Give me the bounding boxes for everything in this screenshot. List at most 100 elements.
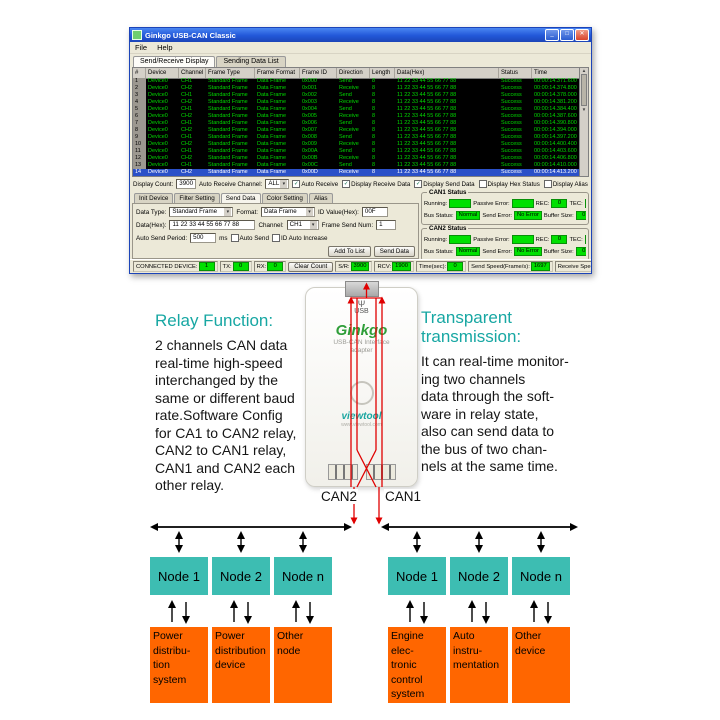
display-checkbox[interactable]: ✓Display Receive Data [342, 180, 410, 188]
running-indicator [449, 235, 472, 244]
table-cell: Receive [339, 155, 359, 161]
auto-send-period-input[interactable]: 500 [190, 233, 217, 243]
panel-tab-1[interactable]: Filter Setting [174, 193, 220, 203]
id-auto-increase-checkbox[interactable]: ID Auto Increase [271, 234, 328, 242]
title-bar[interactable]: Ginkgo USB-CAN Classic _ □ ✕ [130, 28, 591, 42]
tab-1[interactable]: Sending Data List [216, 56, 286, 67]
column-header[interactable]: Direction [337, 68, 370, 78]
panel-tab-3[interactable]: Color Setting [261, 193, 308, 203]
id-value-input[interactable]: 00F [361, 207, 388, 217]
menu-item-file[interactable]: File [135, 43, 148, 52]
column-header[interactable]: Device [146, 68, 179, 78]
window-title: Ginkgo USB-CAN Classic [145, 30, 236, 40]
table-cell: 8 [372, 92, 376, 98]
checkbox-label: Auto Receive [301, 180, 339, 188]
column-header[interactable]: Frame Type [206, 68, 255, 78]
column-header[interactable]: Frame ID [300, 68, 337, 78]
device-box[interactable]: Engine elec- tronic control system [388, 627, 446, 703]
table-cell: 7 [133, 120, 146, 127]
table-cell: Receive [339, 99, 359, 105]
auto-receive-channel-select[interactable]: ALL [265, 179, 290, 189]
minimize-icon[interactable]: _ [545, 29, 559, 41]
table-scrollbar[interactable]: ▲ ▼ [579, 68, 588, 176]
display-checkbox[interactable]: ✓Auto Receive [292, 180, 338, 188]
checkbox-icon [478, 180, 487, 188]
data-hex-input[interactable]: 11 22 33 44 55 66 77 88 [169, 220, 256, 230]
scroll-up-icon[interactable]: ▲ [581, 68, 587, 73]
scroll-down-icon[interactable]: ▼ [581, 107, 587, 112]
format-select[interactable]: Data Frame [261, 207, 316, 217]
data-type-select[interactable]: Standard Frame [169, 207, 234, 217]
table-cell: 11 22 33 44 55 66 77 88 [397, 78, 457, 84]
status-value: 1 [198, 262, 215, 271]
menu-item-help[interactable]: Help [157, 43, 173, 52]
device-box[interactable]: Other device [512, 627, 570, 703]
can1-status-row-2: Bus Status: Normal Send Error: No Error … [424, 211, 586, 220]
tab-0[interactable]: Send/Receive Display [133, 56, 216, 67]
table-cell: Receive [339, 113, 359, 119]
panel-tab-2[interactable]: Send Data [220, 193, 261, 203]
column-header[interactable]: Status [499, 68, 532, 78]
table-cell: 9 [133, 134, 146, 141]
panel-tab-4[interactable]: Alias [308, 193, 333, 203]
table-cell: 10 [133, 141, 146, 148]
node-box[interactable]: Node 1 [150, 557, 208, 595]
device-box[interactable]: Other node [274, 627, 332, 703]
node-box[interactable]: Node 1 [388, 557, 446, 595]
auto-send-checkbox-label: Auto Send [239, 234, 269, 242]
table-cell: 0x009 [302, 141, 317, 147]
add-to-list-button[interactable]: Add To List [328, 246, 371, 257]
column-header[interactable]: # [133, 68, 146, 78]
node-box[interactable]: Node n [512, 557, 570, 595]
column-header[interactable]: Time [534, 70, 548, 76]
form-row-3: Auto Send Period: 500 ms Auto Send ID Au… [136, 233, 415, 243]
form-row-4: Add To List Send Data [136, 246, 415, 257]
column-header[interactable]: Channel [179, 68, 206, 78]
close-icon[interactable]: ✕ [575, 29, 589, 41]
table-cell: 0x00C [302, 162, 318, 168]
frame-send-num-input[interactable]: 1 [376, 220, 397, 230]
column-header[interactable]: Data(Hex) [395, 68, 499, 78]
device-box[interactable]: Power distribution device [212, 627, 270, 703]
device-box[interactable]: Power distribu- tion system [150, 627, 208, 703]
checkbox-icon: ✓ [342, 180, 351, 188]
node-box[interactable]: Node n [274, 557, 332, 595]
send-data-button[interactable]: Send Data [373, 246, 415, 257]
column-header[interactable]: Frame Format [255, 68, 300, 78]
scroll-thumb[interactable] [581, 74, 587, 106]
auto-send-checkbox[interactable]: Auto Send [230, 234, 269, 242]
display-checkbox[interactable]: ✓Display Send Data [414, 180, 475, 188]
panel-tab-0[interactable]: Init Device [134, 193, 174, 203]
clear-count-button[interactable]: Clear Count [288, 261, 334, 272]
checkbox-label: Display Hex Status [487, 180, 540, 188]
node-box[interactable]: Node 2 [212, 557, 270, 595]
maximize-icon[interactable]: □ [560, 29, 574, 41]
table-cell: Success [501, 134, 522, 140]
checkbox-label: Display Alias [552, 180, 588, 188]
device-box[interactable]: Auto instru- mentation [450, 627, 508, 703]
table-cell: 0x00D [300, 169, 337, 176]
rec-label: REC: [535, 200, 550, 207]
display-checkbox[interactable]: Display Alias [543, 180, 588, 188]
display-checkbox[interactable]: Display Hex Status [478, 180, 540, 188]
channel-select[interactable]: CH1 [286, 220, 319, 230]
column-header[interactable]: Length [370, 68, 395, 78]
node-box[interactable]: Node 2 [450, 557, 508, 595]
app-icon [132, 30, 142, 40]
id-value-label: ID Value(Hex): [318, 208, 359, 216]
table-cell: 8 [372, 134, 376, 140]
